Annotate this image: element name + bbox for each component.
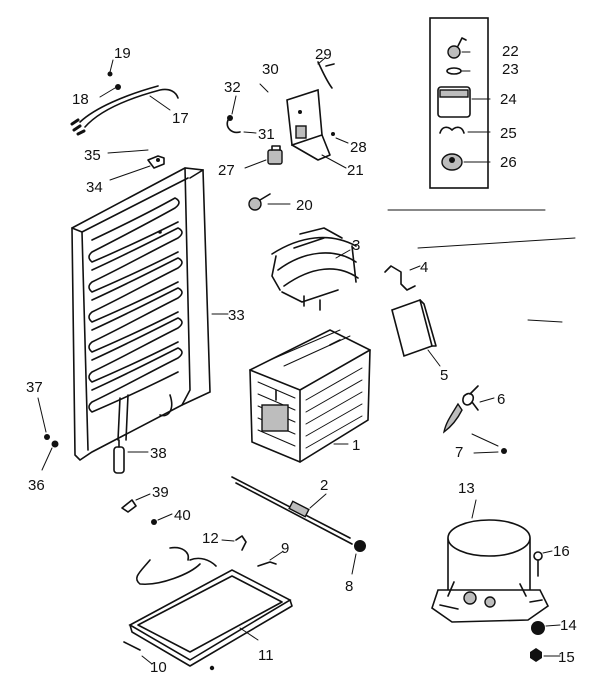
part-27-socket [244, 145, 283, 169]
callout-3: 3 [352, 237, 360, 254]
callout-19: 19 [114, 45, 131, 62]
callout-10: 10 [150, 659, 167, 676]
callout-21: 21 [347, 162, 364, 179]
callout-34: 34 [86, 179, 103, 196]
part-14-15-16-mounts [530, 550, 561, 662]
callout-labels: 1 2 3 4 5 6 7 8 9 10 11 12 13 14 15 16 1… [26, 43, 577, 676]
part-31-32-fastener [226, 83, 347, 169]
part-28-screw [331, 132, 349, 144]
callout-2: 2 [320, 477, 328, 494]
callout-26: 26 [500, 154, 517, 171]
part-8-grommet [351, 540, 366, 575]
callout-9: 9 [281, 540, 289, 557]
part-4-bracket [384, 265, 421, 291]
callout-12: 12 [202, 530, 219, 547]
callout-1: 1 [352, 437, 360, 454]
callout-8: 8 [345, 578, 353, 595]
callout-22: 22 [502, 43, 519, 60]
part-17-wire-harness [70, 59, 179, 136]
callout-29: 29 [315, 46, 332, 63]
callout-20: 20 [296, 197, 313, 214]
callout-23: 23 [502, 61, 519, 78]
callout-11: 11 [258, 647, 274, 664]
callout-39: 39 [152, 484, 169, 501]
part-22-knob [447, 37, 471, 59]
part-29-clip [317, 57, 335, 89]
part-5-drain-pan [391, 298, 441, 367]
callout-13: 13 [458, 480, 475, 497]
part-6-7-fan-blade [442, 385, 507, 454]
part-26-control [441, 153, 491, 171]
callout-6: 6 [497, 391, 505, 408]
part-1-fan-housing [249, 329, 371, 463]
part-2-cap-tube [231, 476, 353, 545]
part-30-bracket [286, 88, 331, 161]
callout-7: 7 [455, 444, 463, 461]
callout-5: 5 [440, 367, 448, 384]
callout-37: 37 [26, 379, 43, 396]
part-36-37-screw [37, 397, 59, 471]
callout-27: 27 [218, 162, 235, 179]
callout-15: 15 [558, 649, 575, 666]
callout-16: 16 [553, 543, 570, 560]
callout-40: 40 [174, 507, 191, 524]
part-11-condenser [128, 546, 293, 667]
part-10-screw [123, 641, 215, 671]
callout-31: 31 [258, 126, 275, 143]
part-3-heater [271, 227, 359, 311]
callout-36: 36 [28, 477, 45, 494]
callout-32: 32 [224, 79, 241, 96]
part-38-drier [113, 439, 149, 474]
parts-inset-box [429, 17, 491, 189]
part-25-clip [439, 126, 491, 134]
callout-33: 33 [228, 307, 245, 324]
callout-25: 25 [500, 125, 517, 142]
callout-28: 28 [350, 139, 367, 156]
callout-14: 14 [560, 617, 577, 634]
part-39-40-screws [121, 493, 173, 525]
part-34-35-bracket [107, 149, 165, 181]
callout-4: 4 [420, 259, 428, 276]
callout-18: 18 [72, 91, 89, 108]
callout-17: 17 [172, 110, 189, 127]
part-24-housing [437, 86, 491, 118]
callout-30: 30 [262, 61, 279, 78]
part-20-thermostat-bulb [248, 193, 291, 211]
callout-24: 24 [500, 91, 517, 108]
part-9-12-clips [221, 535, 283, 567]
part-13-compressor [431, 499, 550, 623]
part-33-evaporator [71, 167, 229, 462]
part-23-washer [446, 67, 471, 75]
callout-38: 38 [150, 445, 167, 462]
callout-35: 35 [84, 147, 101, 164]
